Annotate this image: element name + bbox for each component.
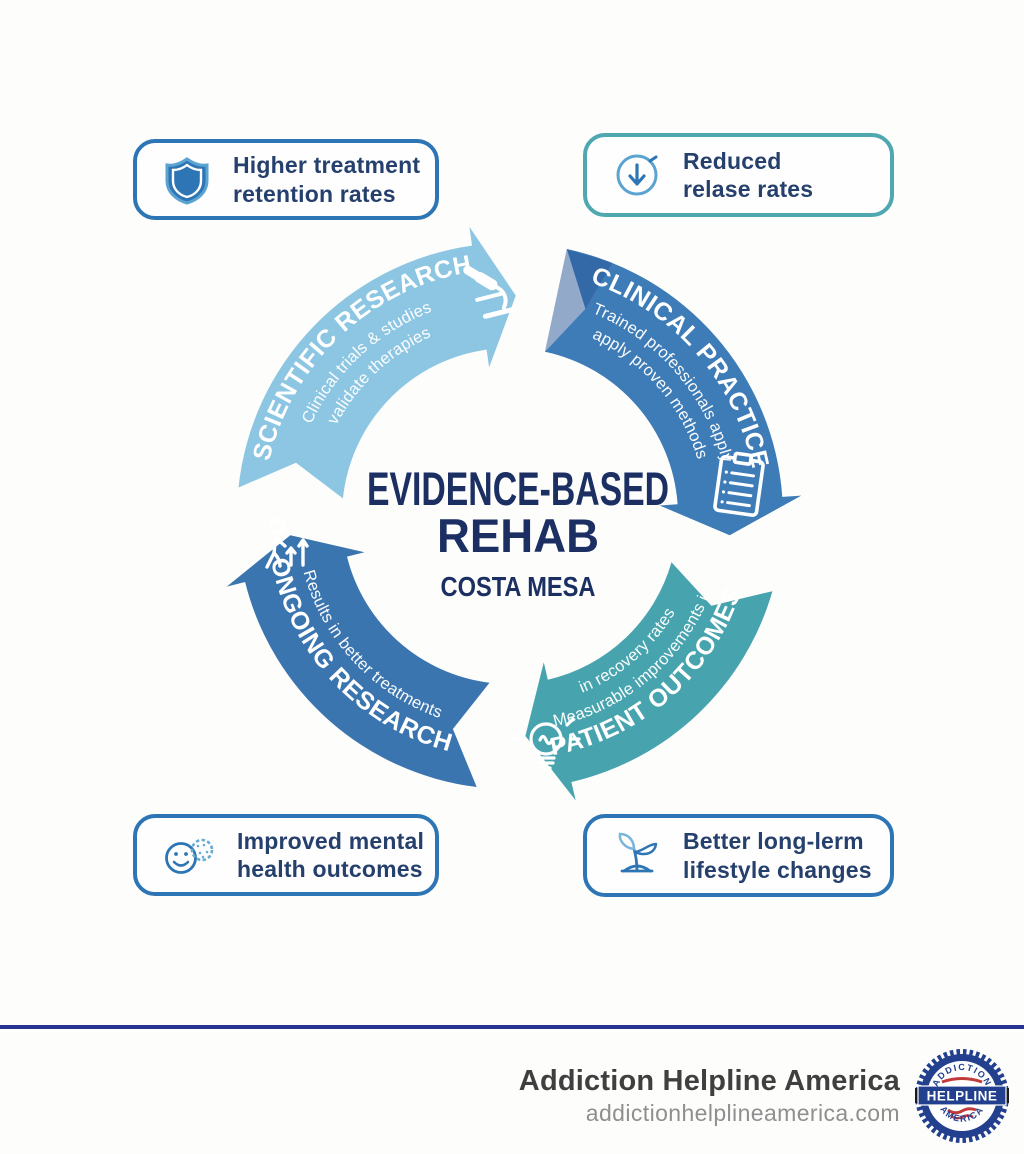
- benefit-label-line2: retention rates: [233, 180, 396, 207]
- seedling-icon: [618, 832, 658, 872]
- microscope-icon: [463, 265, 515, 319]
- clipboard-icon: [713, 451, 765, 517]
- cycle-diagram: SCIENTIFIC RESEARCH Clinical trials & st…: [226, 226, 802, 801]
- benefit-label-line2: health outcomes: [237, 856, 423, 882]
- benefit-label-line1: Better long-lerm: [683, 828, 864, 855]
- lightbulb-icon: [511, 717, 581, 770]
- center-title-line1: EVIDENCE-BASED: [367, 462, 669, 515]
- segment-scientific-research: [238, 226, 516, 499]
- smiley-brain-icon: [165, 838, 214, 874]
- segment-shade: [544, 249, 613, 352]
- benefit-box-retention: Higher treatment retention rates: [133, 139, 439, 220]
- walking-person-icon: [265, 517, 309, 569]
- brand-badge-icon: HELPLINE ADDICTION AMERICA: [915, 1049, 1009, 1143]
- arrow-down-circle-icon: [616, 154, 658, 196]
- shield-icon: [165, 156, 209, 205]
- segment-ongoing-research: [226, 535, 490, 787]
- brand-website: addictionhelplineamerica.com: [585, 1100, 900, 1126]
- segment-patient-outcomes: [525, 562, 773, 801]
- benefit-box-mental-health: Improved mental health outcomes: [133, 814, 439, 896]
- benefit-label-line1: Reduced: [683, 147, 782, 174]
- center-subtitle: COSTA MESA: [441, 571, 596, 602]
- benefit-label-line1: Improved mental: [237, 827, 425, 854]
- benefit-box-lifestyle: Better long-lerm lifestyle changes: [583, 814, 894, 897]
- benefit-box-relapse: Reduced relase rates: [583, 133, 894, 217]
- footer: Addiction Helpline America addictionhelp…: [519, 1048, 1010, 1144]
- benefit-label-line1: Higher treatment: [233, 152, 421, 179]
- benefit-label-line2: relase rates: [683, 176, 814, 202]
- benefit-label-line2: lifestyle changes: [683, 856, 872, 883]
- footer-divider: [0, 1025, 1024, 1029]
- center-title-line2: REHAB: [437, 509, 599, 562]
- badge-middle-text: HELPLINE: [927, 1089, 998, 1104]
- brand-name: Addiction Helpline America: [518, 1065, 900, 1097]
